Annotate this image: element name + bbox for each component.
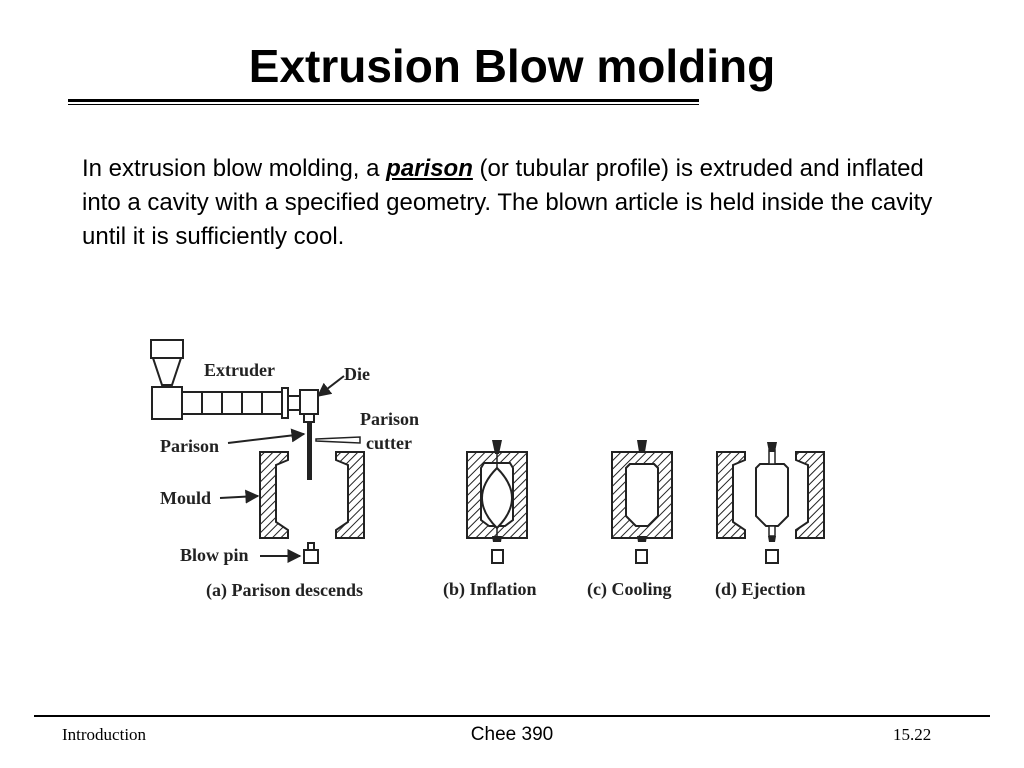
label-extruder: Extruder [204,360,275,380]
label-die: Die [344,364,370,384]
footer-course: Chee 390 [470,724,554,745]
hopper [150,339,184,386]
caption-ejection: (d) Ejection [715,579,805,600]
title-underline-thin [68,104,699,105]
parison-strand [307,422,312,480]
body-text-rest: (or tubular profile) is extruded and inf… [82,155,933,250]
blow-molding-diagram: Extruder Die Parison cutter Parison Moul… [140,330,840,615]
footer-section: Introduction [62,725,147,744]
stage-inflation-graphic [466,440,528,564]
title-underline [68,99,699,102]
mould-arrow [219,489,260,504]
label-parison-cutter-line1: Parison [360,409,419,429]
stage-cooling-graphic [611,440,673,564]
die [299,389,319,423]
label-parison: Parison [160,436,219,456]
die-arrow [316,375,345,397]
footer-divider [34,715,990,717]
mould-left-half [259,451,289,539]
slide-body-text: In extrusion blow molding, a parison (or… [82,152,962,254]
body-text-intro: In extrusion blow molding, a [82,155,387,182]
parison-cutter [315,436,361,444]
caption-cooling: (c) Cooling [587,579,672,600]
caption-inflation: (b) Inflation [443,579,537,600]
label-blow-pin: Blow pin [180,545,249,565]
label-parison-cutter-line2: cutter [366,433,412,453]
stage-ejection-graphic [716,442,825,564]
label-mould: Mould [160,488,211,508]
parison-arrow [227,428,306,444]
blow-pin [303,542,319,564]
mould-right-half [335,451,365,539]
term-parison: parison [386,155,473,182]
footer-slide-number: 15.22 [893,725,932,744]
extruder-barrel [151,386,301,420]
caption-parison-descends: (a) Parison descends [206,580,363,601]
slide-title: Extrusion Blow molding [248,40,776,92]
